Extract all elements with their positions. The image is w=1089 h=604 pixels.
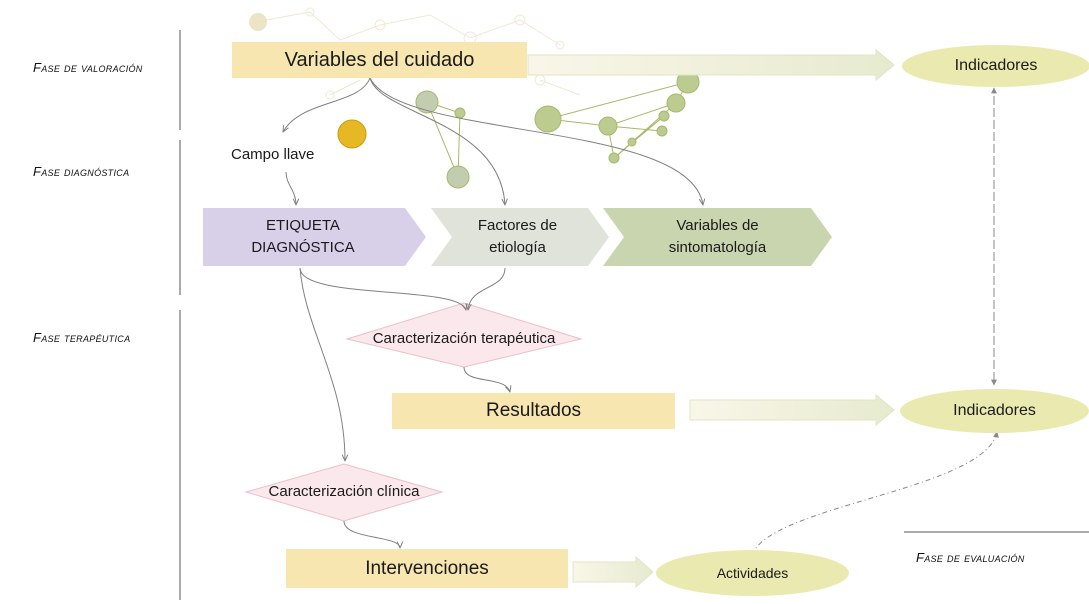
etiqueta-line-2: DIAGNÓSTICA [251, 239, 355, 256]
factores-line-2: etiología [489, 239, 546, 256]
indicadores-mid-label: Indicadores [953, 402, 1036, 419]
decorative-network-green [415, 70, 700, 189]
actividades-oval: Actividades [656, 550, 849, 596]
flow-connectors [283, 77, 703, 548]
arrow-resultados-to-indicadores [689, 393, 895, 427]
sintomatologia-line-2: sintomatología [668, 239, 767, 256]
factores-line-1: Factores de [477, 217, 558, 234]
variables-sintomatologia-text: Variables de sintomatología [620, 215, 815, 259]
indicadores-mid-oval: Indicadores [900, 389, 1089, 433]
actividades-label: Actividades [716, 565, 789, 581]
arrow-intervenciones-to-actividades [572, 555, 654, 589]
variables-sintomatologia-chevron [603, 208, 832, 266]
arrow-variables-to-indicadores [527, 48, 895, 82]
phase-label-valoracion: Fase de valoración [33, 60, 143, 75]
intervenciones-label: Intervenciones [365, 557, 489, 579]
decorative-yellow-dot [337, 119, 367, 149]
resultados-label: Resultados [485, 400, 582, 421]
phase-label-terapeutica: Fase terapéutica [33, 330, 131, 345]
phase-dividers [179, 30, 1089, 600]
variables-del-cuidado-label: Variables del cuidado [284, 48, 475, 71]
indicadores-top-label: Indicadores [954, 57, 1038, 74]
caracterizacion-terapeutica-label: Caracterización terapéutica [372, 330, 556, 347]
campo-llave-label: Campo llave [231, 146, 315, 163]
decorative-network-faint [249, 7, 581, 100]
sintomatologia-line-1: Variables de [676, 217, 759, 234]
phase-label-evaluacion: Fase de evaluación [916, 550, 1025, 565]
factores-etiologia-chevron [431, 208, 609, 266]
caracterizacion-clinica-label: Caracterización clínica [268, 483, 420, 500]
evaluation-connectors [751, 87, 999, 556]
etiqueta-diagnostica-text: ETIQUETA DIAGNÓSTICA [203, 215, 403, 259]
variables-del-cuidado-box: Variables del cuidado [232, 42, 527, 78]
resultados-box: Resultados [392, 393, 675, 429]
etiqueta-line-1: ETIQUETA [266, 217, 340, 234]
phase-label-diagnostica: Fase diagnóstica [33, 164, 130, 179]
indicadores-top-oval: Indicadores [902, 45, 1089, 87]
factores-etiologia-text: Factores de etiología [440, 215, 595, 259]
intervenciones-box: Intervenciones [286, 549, 568, 588]
etiqueta-diagnostica-chevron [203, 208, 426, 266]
